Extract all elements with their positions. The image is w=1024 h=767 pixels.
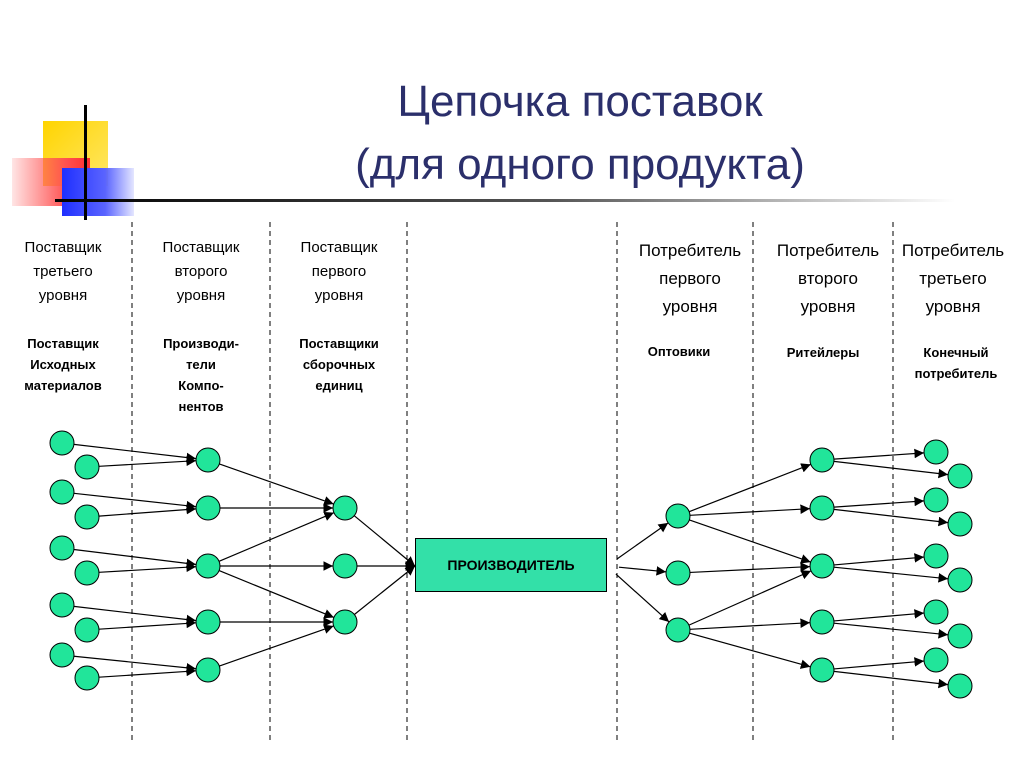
- flow-arrow: [833, 553, 925, 566]
- flow-arrow: [688, 463, 812, 513]
- chain-node: [332, 609, 358, 635]
- chain-node: [947, 623, 973, 649]
- chain-node: [49, 430, 75, 456]
- flow-arrow: [353, 565, 416, 615]
- flow-arrow: [833, 609, 925, 622]
- chain-node: [332, 553, 358, 579]
- flow-arrow: [833, 448, 925, 460]
- flow-arrow: [833, 496, 925, 508]
- chain-node: [809, 447, 835, 473]
- flow-arrow: [689, 519, 811, 564]
- chain-node: [947, 567, 973, 593]
- chain-node: [809, 657, 835, 683]
- chain-node: [947, 511, 973, 537]
- chain-node: [74, 560, 100, 586]
- flow-arrow: [98, 562, 197, 573]
- flow-arrow: [218, 512, 335, 562]
- flow-arrow: [689, 618, 811, 630]
- chain-node: [49, 592, 75, 618]
- chain-node: [665, 560, 691, 586]
- flow-arrow: [218, 569, 335, 619]
- flow-arrow: [98, 456, 197, 467]
- chain-node: [923, 439, 949, 465]
- flow-arrow: [98, 504, 197, 517]
- flow-arrow: [833, 460, 949, 479]
- chain-node: [49, 479, 75, 505]
- chain-node: [195, 495, 221, 521]
- chain-node: [195, 609, 221, 635]
- chain-node: [665, 503, 691, 529]
- chain-node: [74, 665, 100, 691]
- flow-arrow: [618, 566, 667, 576]
- chain-node: [195, 447, 221, 473]
- chain-node: [923, 599, 949, 625]
- chain-node: [809, 495, 835, 521]
- title-underline: [55, 199, 955, 202]
- chain-node: [947, 463, 973, 489]
- flow-arrow: [73, 655, 197, 673]
- chain-node: [923, 487, 949, 513]
- chain-node: [923, 647, 949, 673]
- flow-arrow: [219, 463, 334, 506]
- flow-arrow: [833, 622, 949, 639]
- chain-node: [923, 543, 949, 569]
- page-subtitle: (для одного продукта): [355, 140, 805, 189]
- flow-arrow: [353, 515, 416, 567]
- flow-arrow: [615, 573, 670, 623]
- chain-node: [332, 495, 358, 521]
- chain-node: [809, 609, 835, 635]
- chain-node: [49, 535, 75, 561]
- flow-arrow: [98, 666, 197, 678]
- decor-vertical-line: [84, 105, 87, 220]
- flow-arrow: [689, 632, 811, 669]
- flow-arrow: [73, 443, 197, 463]
- column-sub-consumer-1: Оптовики: [647, 344, 711, 359]
- flow-arrow: [73, 548, 197, 569]
- chain-node: [74, 504, 100, 530]
- flow-arrow: [688, 570, 812, 626]
- chain-node: [74, 617, 100, 643]
- flow-arrow: [833, 670, 949, 689]
- chain-node: [195, 657, 221, 683]
- page-title: Цепочка поставок: [397, 77, 763, 126]
- flow-arrow: [833, 566, 949, 583]
- flow-arrow: [73, 605, 197, 625]
- column-sub-consumer-2: Ритейлеры: [786, 345, 860, 360]
- flow-arrow: [833, 657, 925, 670]
- decor-blue-bar: [62, 168, 134, 216]
- flow-arrow: [689, 562, 811, 574]
- flow-arrow: [98, 618, 197, 630]
- flow-arrow: [833, 508, 949, 527]
- chain-node: [809, 553, 835, 579]
- flow-arrow: [689, 504, 811, 516]
- flow-arrow: [219, 624, 334, 667]
- chain-node: [74, 454, 100, 480]
- chain-node: [195, 553, 221, 579]
- chain-node: [947, 673, 973, 699]
- flow-arrow: [616, 522, 669, 560]
- producer-box: ПРОИЗВОДИТЕЛЬ: [415, 538, 607, 592]
- flow-arrow: [73, 492, 197, 511]
- chain-node: [49, 642, 75, 668]
- chain-node: [665, 617, 691, 643]
